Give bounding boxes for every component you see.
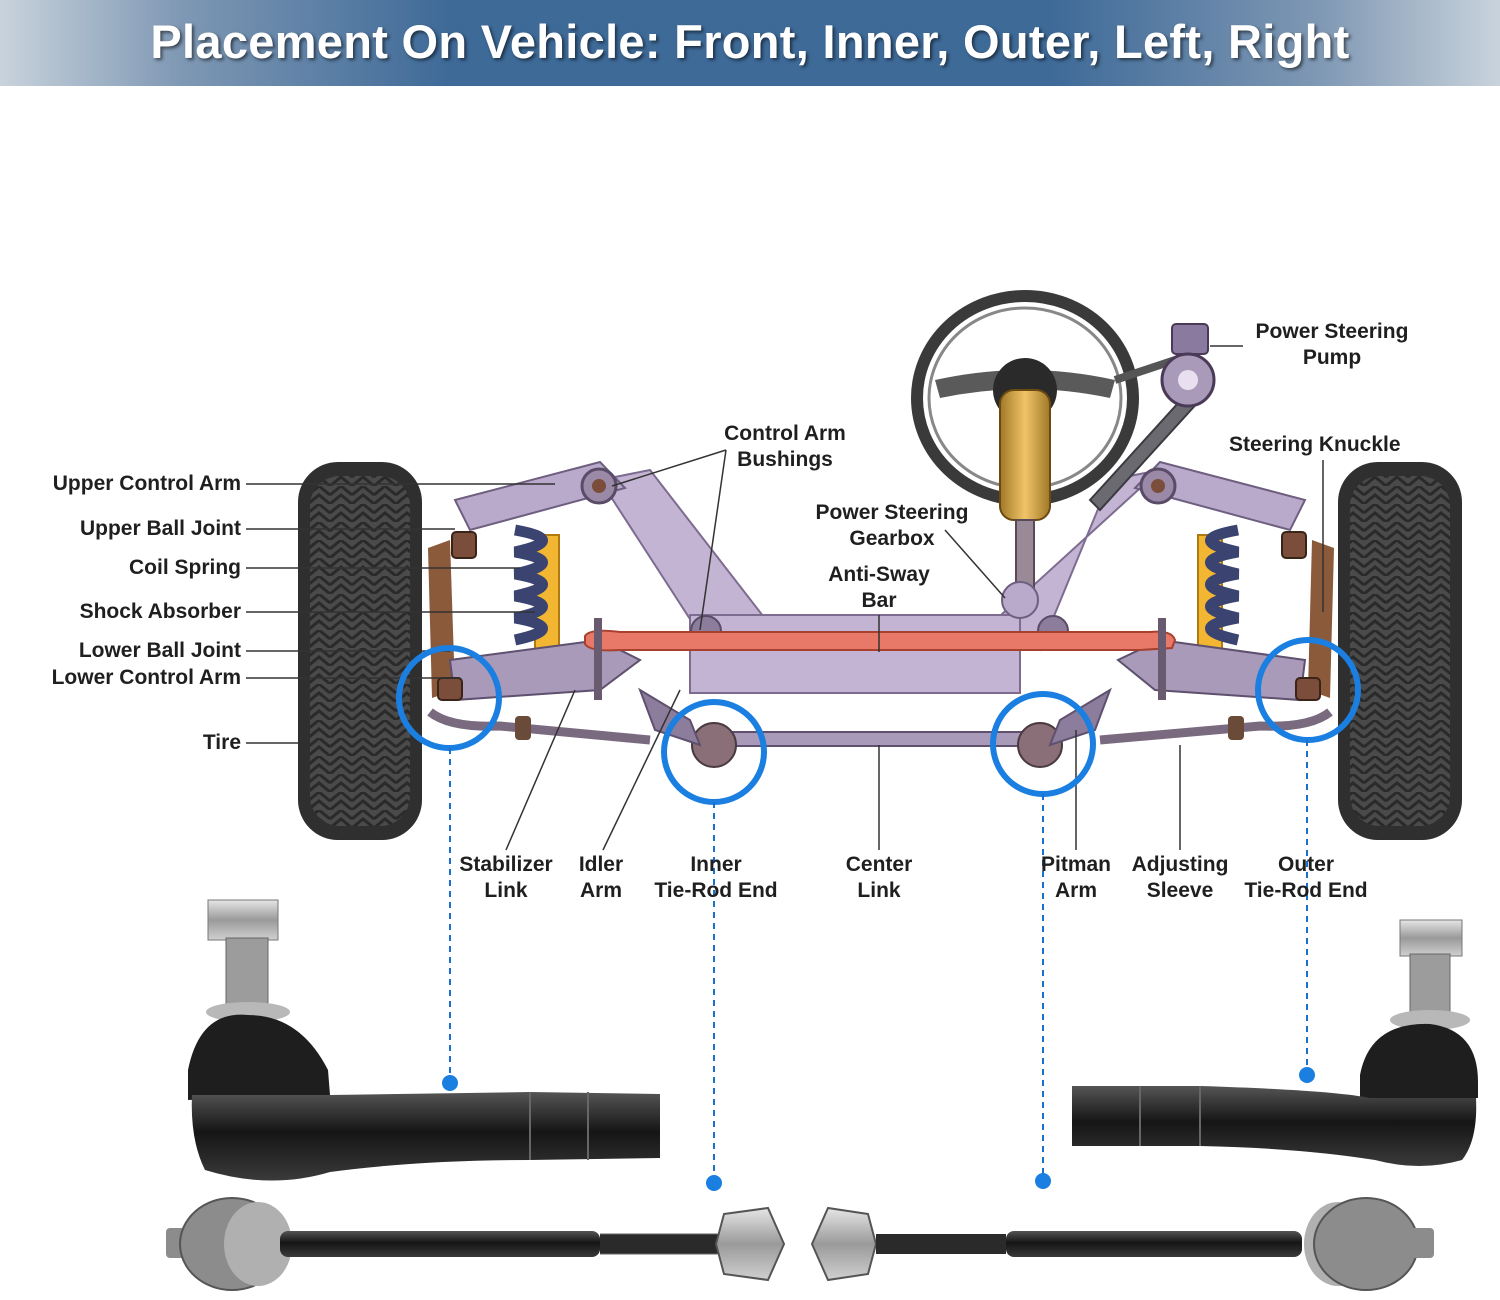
page-title: Placement On Vehicle: Front, Inner, Oute… (150, 15, 1350, 68)
label-stabilizer-link: Stabilizer Link (459, 853, 553, 902)
label-upper-ball-joint: Upper Ball Joint (79, 517, 241, 540)
leader-lines (246, 345, 1324, 851)
connector-dots (442, 1067, 1315, 1191)
stabilizer-links (594, 618, 1166, 700)
left-steering-knuckle (428, 540, 455, 698)
label-tire: Tire (202, 731, 241, 754)
right-coil-spring (1197, 524, 1240, 656)
label-upper-control-arm: Upper Control Arm (52, 472, 241, 495)
power-steering-pump (1088, 323, 1216, 512)
label-adjusting-sleeve: Adjusting Sleeve (1131, 853, 1229, 902)
left-outer-tie-rod-end-product (188, 899, 660, 1181)
label-pitman-arm: Pitman Arm (1040, 853, 1111, 902)
label-anti-sway-bar: Anti-Sway Bar (828, 563, 930, 612)
header-banner: Placement On Vehicle: Front, Inner, Oute… (0, 0, 1500, 86)
label-power-steering-pump: Power Steering Pump (1255, 320, 1409, 369)
label-control-arm-bushings: Control Arm Bushings (724, 422, 846, 471)
right-outer-tie-rod-end-product (1072, 919, 1478, 1166)
label-lower-ball-joint: Lower Ball Joint (78, 639, 241, 662)
connector-lines (449, 740, 1308, 1182)
left-inner-tie-rod-product (166, 1197, 786, 1291)
right-tire (1338, 462, 1462, 840)
label-outer-tie-rod-end: Outer Tie-Rod End (1244, 853, 1368, 902)
right-inner-tie-rod-product (810, 1197, 1434, 1291)
label-inner-tie-rod-end: Inner Tie-Rod End (654, 853, 778, 902)
steering-wheel (911, 290, 1139, 619)
subframe (598, 468, 1164, 694)
ball-joints (437, 531, 1321, 701)
steering-linkage (427, 687, 1333, 768)
right-steering-knuckle (1308, 540, 1334, 698)
anti-sway-bar (584, 629, 1177, 652)
label-coil-spring: Coil Spring (129, 556, 241, 579)
label-power-steering-gearbox: Power Steering Gearbox (815, 501, 969, 550)
label-steering-knuckle: Steering Knuckle (1229, 433, 1401, 456)
label-lower-control-arm: Lower Control Arm (51, 666, 241, 689)
left-coil-spring (513, 524, 560, 656)
label-idler-arm: Idler Arm (578, 853, 624, 902)
label-shock-absorber: Shock Absorber (79, 600, 241, 623)
label-center-link: Center Link (845, 853, 913, 902)
